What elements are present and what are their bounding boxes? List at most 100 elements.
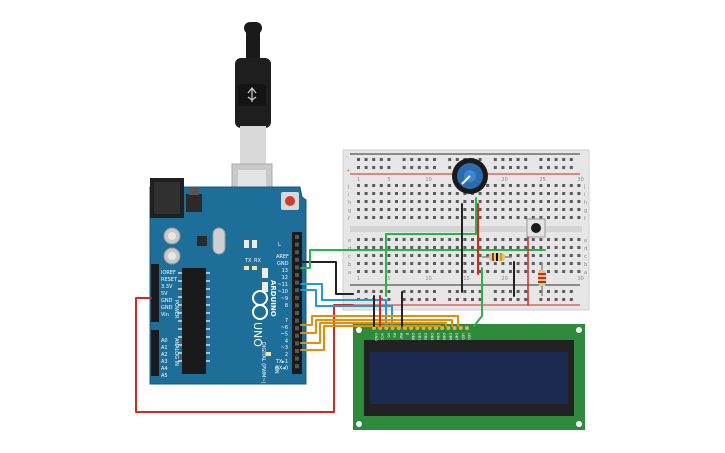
- lcd-pin-label: DB1: [417, 333, 421, 340]
- analog-pin-label: A1: [161, 345, 168, 351]
- lcd-pin-label: DB0: [411, 333, 415, 340]
- digital-pin-label: 2: [285, 352, 288, 358]
- lcd-pin-label: RW: [399, 333, 403, 339]
- resistor-icon: [482, 253, 512, 261]
- column-number: 1: [357, 276, 360, 282]
- lcd-pin-label: VCC: [380, 333, 384, 341]
- board-name: UNO: [251, 322, 264, 347]
- rail-minus-label: -: [346, 154, 348, 160]
- lcd-pin-label: DB4: [436, 333, 440, 341]
- wire-blue-pin11: [300, 283, 387, 327]
- pushbutton-icon: [526, 218, 546, 238]
- digital-pin-label: ~10: [277, 289, 288, 295]
- row-letter: i: [584, 192, 585, 198]
- power-pin-label: 3.3V: [161, 284, 173, 290]
- column-number: 30: [577, 177, 583, 183]
- digital-caption: DIGITAL (PWM~): [260, 342, 266, 384]
- column-number: 30: [577, 276, 583, 282]
- lcd-pin-label: DB7: [455, 333, 459, 340]
- wire-orange-d5: [300, 315, 459, 327]
- wire-orange-d3: [300, 322, 447, 344]
- row-letter: a: [348, 270, 351, 276]
- column-number: 5: [387, 177, 390, 183]
- column-number: 5: [387, 276, 390, 282]
- row-letter: g: [584, 208, 587, 214]
- analog-pin-label: A5: [161, 373, 168, 379]
- wire-orange-d4: [300, 319, 453, 334]
- lcd-pin-label: E: [405, 333, 409, 335]
- digital-pin-label: RX◂0: [275, 366, 288, 372]
- row-letter: f: [584, 216, 586, 222]
- aref-label: AREF: [276, 254, 289, 260]
- power-caption: POWER: [173, 300, 179, 319]
- row-letter: d: [584, 246, 587, 252]
- row-letter: b: [348, 262, 351, 268]
- analog-pin-label: A4: [161, 366, 168, 372]
- analog-caption: ANALOG IN: [173, 338, 179, 366]
- row-letter: c: [584, 254, 587, 260]
- digital-pin-label: ~11: [277, 282, 288, 288]
- power-pin-label: IOREF: [161, 270, 176, 276]
- row-letter: g: [348, 208, 351, 214]
- digital-pin-label: 8: [285, 303, 288, 309]
- power-pin-label: GND: [161, 298, 173, 304]
- rail-plus-label: +: [346, 168, 350, 174]
- lcd-pin-label: LED: [461, 333, 465, 340]
- power-pin-label: 5V: [161, 291, 168, 297]
- row-letter: h: [348, 200, 351, 206]
- row-letter: e: [348, 238, 351, 244]
- column-number: 20: [501, 177, 507, 183]
- power-pin-label: RESET: [161, 277, 178, 283]
- analog-pin-label: A3: [161, 359, 168, 365]
- lcd-pin-label: V0: [386, 333, 390, 338]
- row-letter: a: [584, 270, 587, 276]
- tx-label: TX: [244, 258, 252, 264]
- wire-green-led: [473, 267, 483, 327]
- column-number: 10: [425, 177, 431, 183]
- digital-pin-label: TX▸1: [275, 359, 288, 365]
- row-letter: e: [584, 238, 587, 244]
- digital-pin-label: 12: [282, 275, 288, 281]
- digital-pin-label: ~9: [281, 296, 288, 302]
- wire-blue-pin10: [300, 289, 393, 327]
- resistor-icon: [538, 262, 546, 296]
- digital-pin-label: 13: [282, 268, 288, 274]
- infinity-logo-icon: [252, 290, 268, 320]
- column-number: 25: [539, 177, 545, 183]
- rx-label: RX: [254, 258, 261, 264]
- digital-pin-label: 4: [285, 338, 288, 344]
- power-pin-label: GND: [161, 305, 173, 311]
- wire-orange-d2: [300, 325, 441, 351]
- potentiometer-icon: [452, 158, 488, 194]
- row-letter: h: [584, 200, 587, 206]
- row-letter: j: [583, 184, 585, 190]
- digital-pin-label: ~3: [281, 345, 288, 351]
- wire-green-pin12: [300, 249, 546, 269]
- wire-green-lcd: [385, 197, 477, 297]
- row-letter: c: [348, 254, 351, 260]
- analog-pin-label: A0: [161, 338, 168, 344]
- digital-pin-label: 7: [285, 318, 288, 324]
- row-letter: i: [348, 192, 349, 198]
- column-number: 15: [463, 276, 469, 282]
- digital-pin-label: ~5: [281, 332, 288, 338]
- wire-black-gnd: [300, 261, 354, 295]
- column-number: 20: [501, 276, 507, 282]
- gnd-label: GND: [277, 261, 289, 267]
- column-number: 1: [357, 177, 360, 183]
- lcd-pin-label: DB6: [448, 333, 452, 340]
- lcd-pin-label: DB3: [430, 333, 434, 340]
- brand-label: ARDUINO: [269, 280, 277, 317]
- lcd-pin-label: GND: [374, 333, 378, 341]
- analog-pin-label: A2: [161, 352, 168, 358]
- power-pin-label: Vin: [161, 312, 169, 318]
- row-letter: j: [347, 184, 349, 190]
- lcd-pin-label: RS: [393, 333, 397, 338]
- lcd-pin-label: DB2: [424, 333, 428, 340]
- lcd-pin-label: DB5: [442, 333, 446, 340]
- column-number: 10: [425, 276, 431, 282]
- lcd-pin-label: LED: [467, 333, 471, 340]
- digital-pin-label: ~6: [281, 325, 288, 331]
